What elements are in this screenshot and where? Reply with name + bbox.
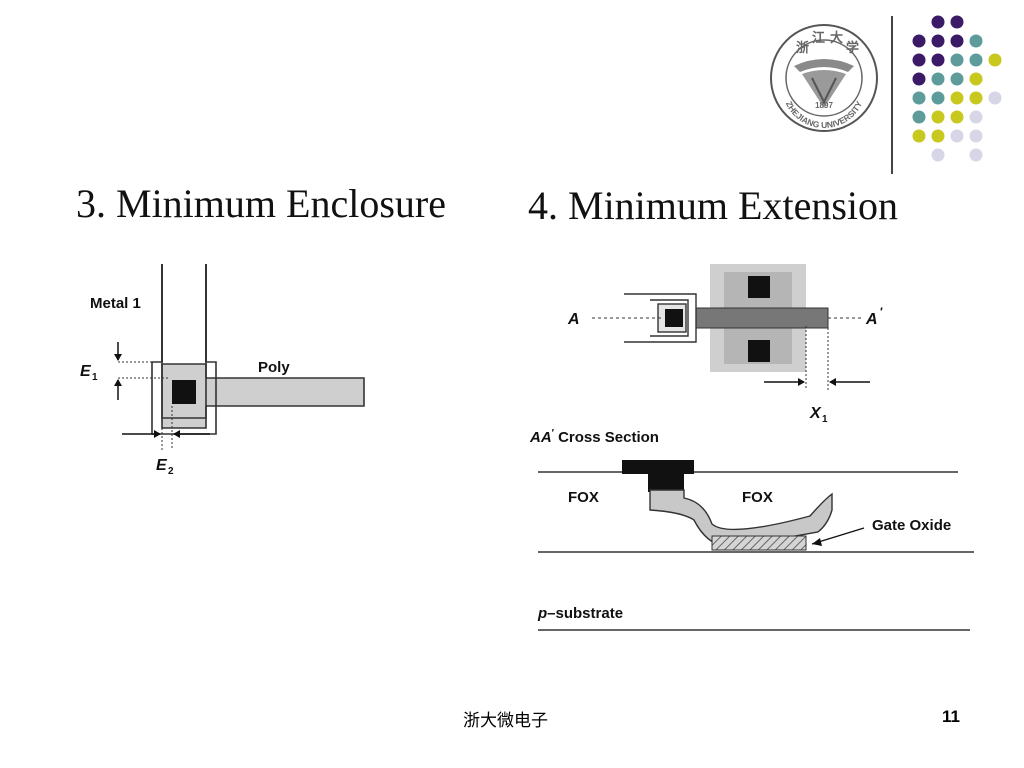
- e2-label: E: [156, 457, 168, 474]
- decorative-dot: [931, 129, 945, 143]
- decorative-dot: [950, 15, 964, 29]
- decorative-dot: [912, 91, 926, 105]
- decorative-dot: [969, 110, 983, 124]
- e1-label: E: [80, 363, 92, 380]
- decorative-dot: [931, 148, 945, 162]
- fox-left-label: FOX: [568, 489, 599, 506]
- university-seal-icon: 浙 江 大 学 1897 ZHEJIANG UNIVERSITY: [770, 24, 878, 132]
- logo-char-1: 浙: [796, 40, 809, 55]
- decorative-dot: [912, 72, 926, 86]
- university-logo: 浙 江 大 学 1897 ZHEJIANG UNIVERSITY: [768, 22, 880, 134]
- decorative-dot: [912, 110, 926, 124]
- metal1-label: Metal 1: [90, 295, 141, 312]
- decorative-dot: [931, 72, 945, 86]
- decorative-dot: [931, 91, 945, 105]
- gate-oxide-region: [711, 535, 807, 551]
- e1-subscript: 1: [92, 372, 98, 383]
- extension-diagram: A A ′ X 1 AA′Cross Section FOX FOX Gate …: [529, 264, 974, 631]
- decorative-dot: [950, 72, 964, 86]
- decorative-dot: [931, 34, 945, 48]
- e2-subscript: 2: [168, 466, 174, 477]
- enclosure-diagram: Metal 1 Poly E 1 E 2: [80, 264, 365, 477]
- cross-section-title: AA′Cross Section: [529, 428, 659, 446]
- decorative-dot: [931, 110, 945, 124]
- decorative-dot: [912, 34, 926, 48]
- logo-char-3: 大: [830, 30, 843, 45]
- decorative-dot: [931, 53, 945, 67]
- decorative-dot: [912, 129, 926, 143]
- poly-strip: [695, 307, 829, 329]
- poly-gate: [649, 489, 833, 549]
- fox-right-label: FOX: [742, 489, 773, 506]
- decorative-dot: [969, 53, 983, 67]
- poly-label: Poly: [258, 359, 290, 376]
- decorative-dot: [988, 91, 1002, 105]
- decorative-dot: [969, 148, 983, 162]
- header-divider: [891, 16, 893, 174]
- a-label: A: [567, 311, 580, 328]
- heading-minimum-enclosure: 3. Minimum Enclosure: [76, 181, 446, 226]
- top-contact: [748, 276, 770, 298]
- decorative-dot: [950, 91, 964, 105]
- decorative-dot: [969, 91, 983, 105]
- decorative-dot: [912, 53, 926, 67]
- page-number: 11: [942, 707, 960, 726]
- x1-subscript: 1: [822, 414, 828, 425]
- a-prime-label: A: [865, 311, 878, 328]
- decorative-dot: [950, 129, 964, 143]
- contact-square: [172, 380, 196, 404]
- decorative-dot: [931, 15, 945, 29]
- logo-char-4: 学: [846, 40, 859, 55]
- substrate-label: p–substrate: [537, 605, 623, 622]
- footer-text: 浙大微电子: [463, 711, 548, 731]
- decorative-dot: [988, 53, 1002, 67]
- metal-contact: [622, 460, 694, 474]
- decorative-dot: [950, 110, 964, 124]
- x1-label: X: [809, 405, 822, 422]
- decorative-dot-grid: [912, 15, 1002, 162]
- logo-char-2: 江: [812, 30, 825, 45]
- decorative-dot: [969, 129, 983, 143]
- bottom-contact: [748, 340, 770, 362]
- poly-contact: [665, 309, 683, 327]
- gate-oxide-label: Gate Oxide: [872, 517, 951, 534]
- decorative-dot: [969, 72, 983, 86]
- decorative-dot: [950, 34, 964, 48]
- decorative-dot: [969, 34, 983, 48]
- heading-minimum-extension: 4. Minimum Extension: [528, 183, 898, 228]
- logo-year: 1897: [815, 101, 833, 110]
- a-prime-mark: ′: [880, 305, 883, 319]
- decorative-dot: [950, 53, 964, 67]
